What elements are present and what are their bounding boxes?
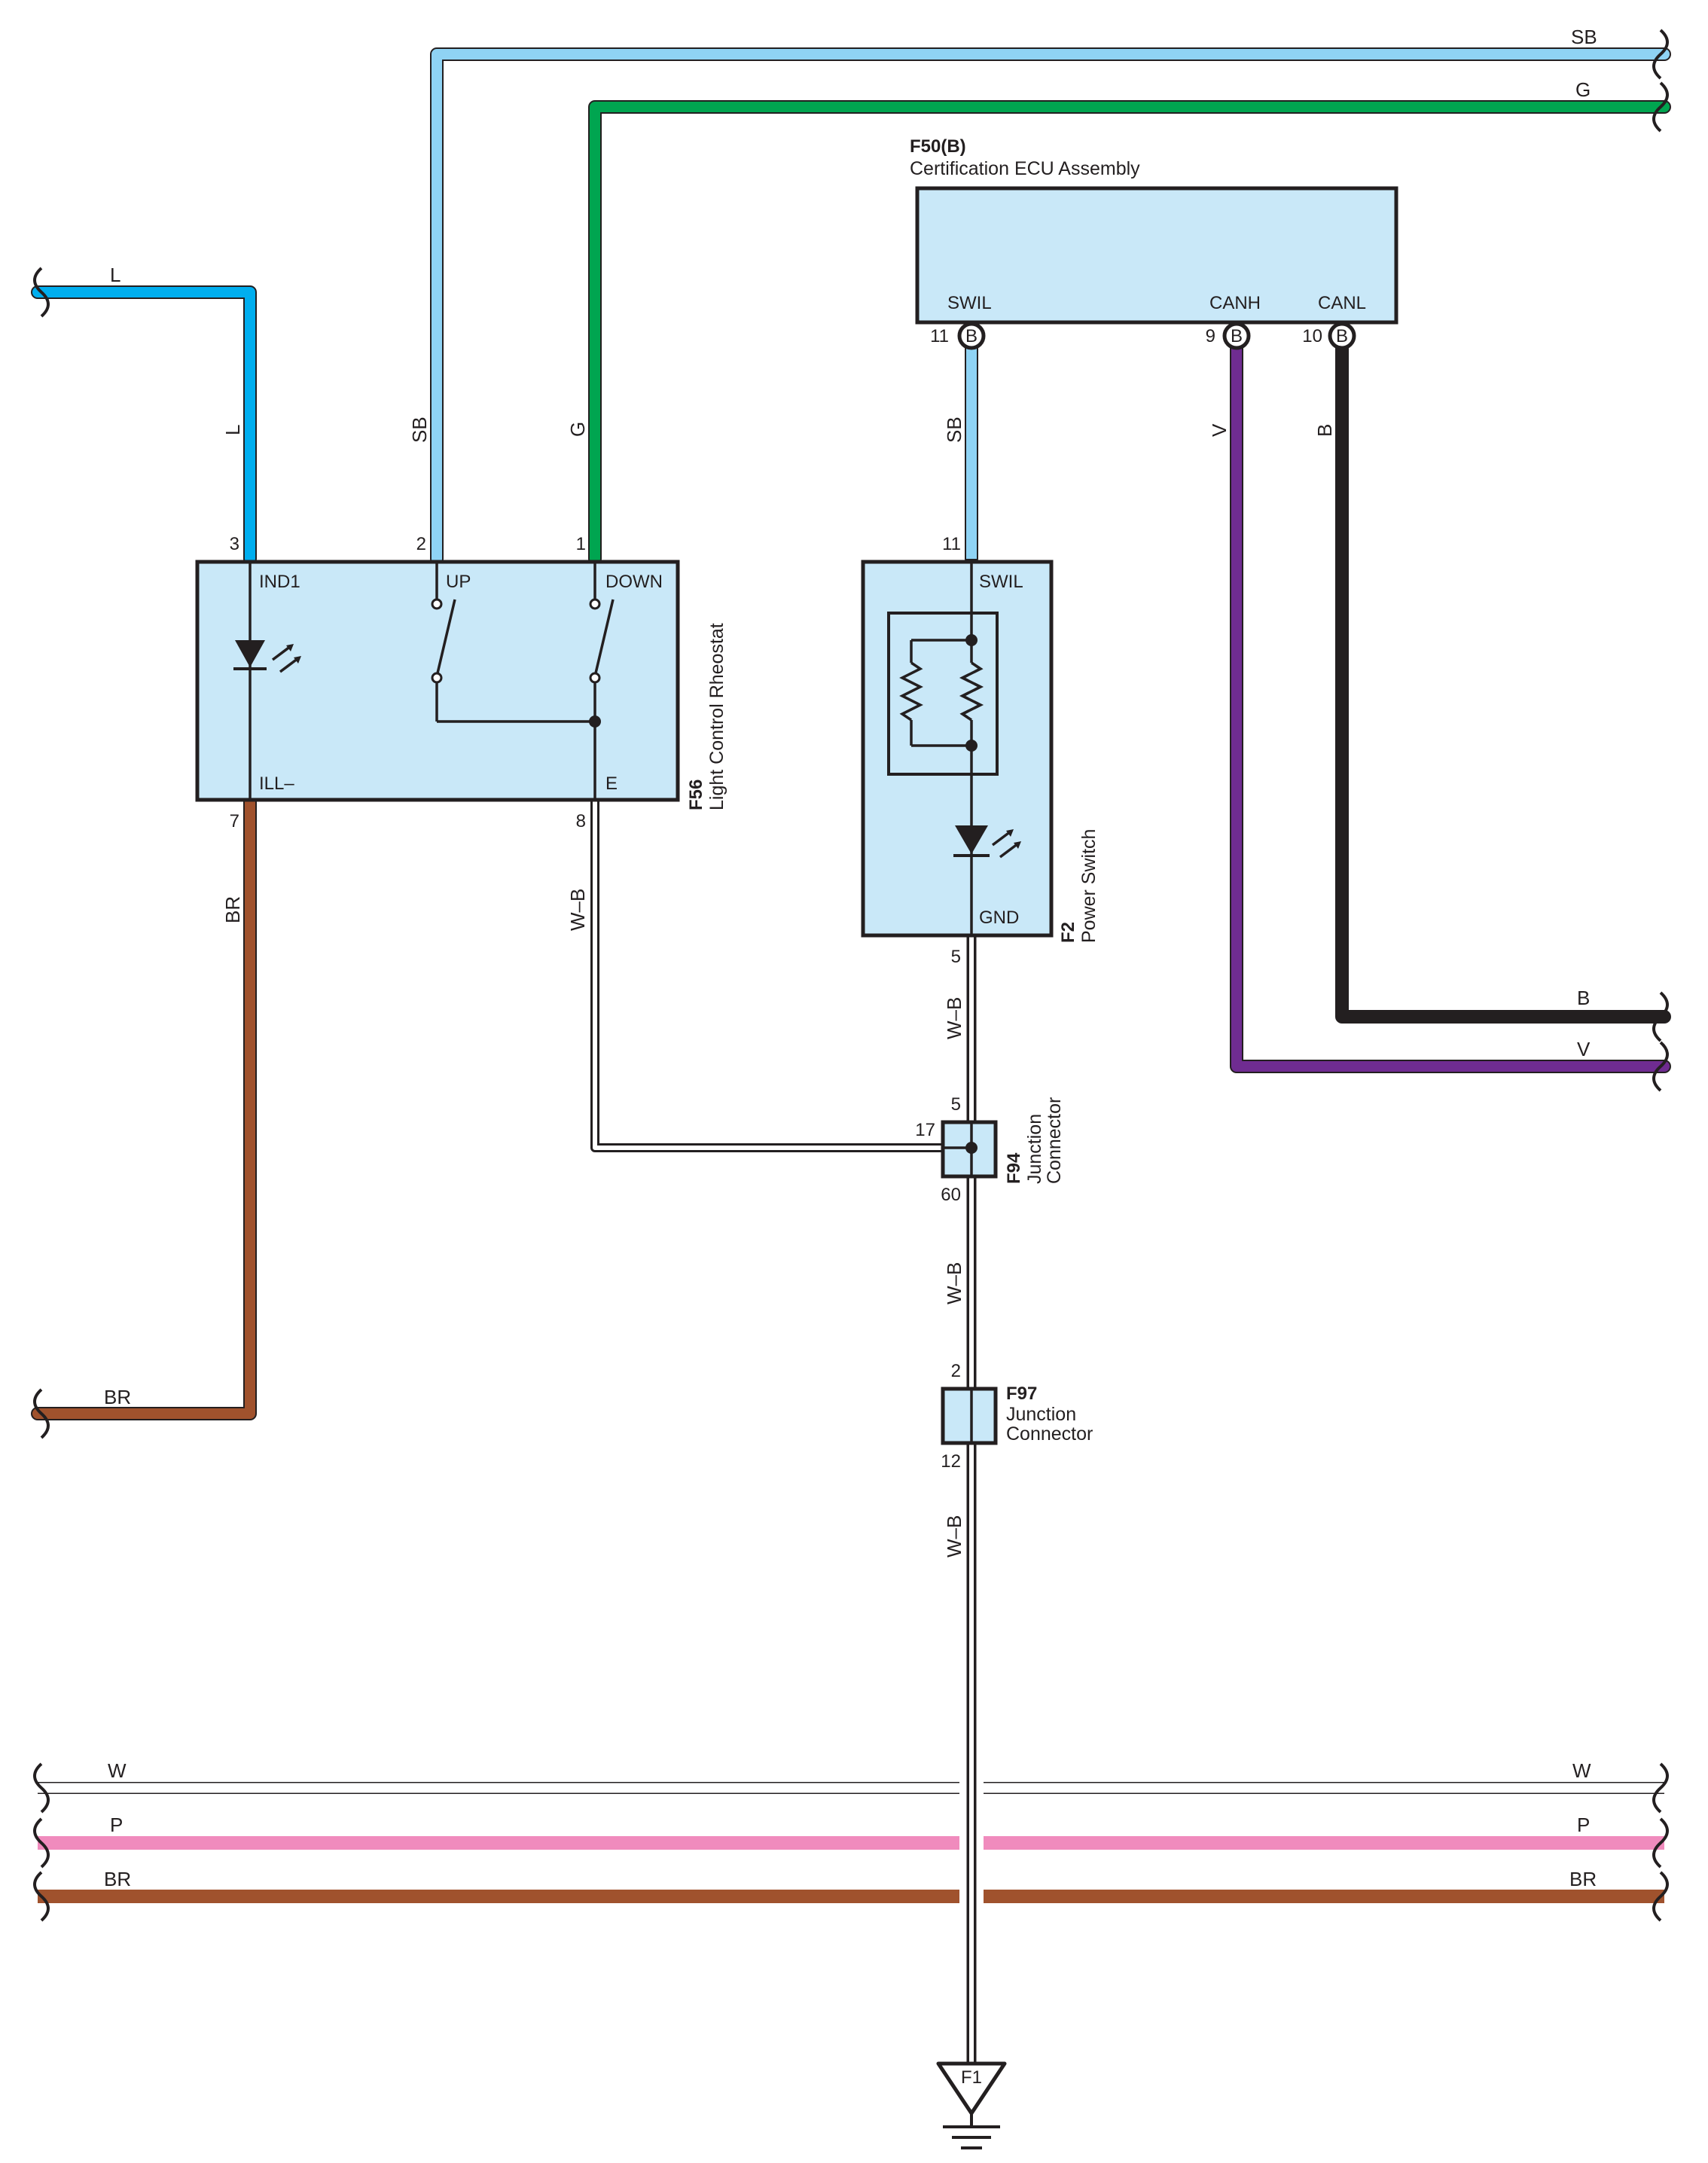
power-switch-swil-label: SWIL bbox=[979, 572, 1023, 592]
light-control-rheostat: IND1 UP DOWN ILL– E 3 2 1 7 8 bbox=[195, 534, 727, 831]
j97-box bbox=[941, 1387, 998, 1445]
ecu-terminal-swil: B 11 bbox=[930, 322, 986, 350]
rheostat-up-label: UP bbox=[446, 572, 471, 592]
wire-label-br-end: BR bbox=[104, 1386, 131, 1408]
bus-label-br-right: BR bbox=[1569, 1868, 1597, 1890]
power-switch-name: Power Switch bbox=[1078, 829, 1100, 943]
wire-label-wb-rheostat: W–B bbox=[566, 889, 589, 931]
ecu-canl-pin: 10 bbox=[1302, 326, 1322, 346]
rheostat-pin-2: 2 bbox=[416, 534, 426, 554]
wire-label-sb-top: SB bbox=[1571, 26, 1597, 48]
j94-code: F94 bbox=[1004, 1152, 1024, 1184]
junction-connector-f94: 5 17 60 F94 Junction Connector bbox=[915, 1094, 1065, 1205]
j94-name-line2: Connector bbox=[1044, 1097, 1065, 1184]
wire-label-wb-power-3: W–B bbox=[943, 1515, 965, 1557]
wire-break-marks bbox=[33, 29, 1669, 1922]
wire-label-b-vertical: B bbox=[1313, 424, 1336, 437]
wire-label-sb-rheostat: SB bbox=[408, 416, 431, 443]
rheostat-name: Light Control Rheostat bbox=[706, 623, 727, 810]
ecu-code: F50(B) bbox=[910, 136, 966, 157]
rheostat-pin-1: 1 bbox=[576, 534, 586, 554]
ecu-swil-marker: B bbox=[965, 326, 978, 346]
wire-v bbox=[1230, 338, 1671, 1073]
wire-sb-top bbox=[430, 47, 1671, 566]
ecu-canh-marker: B bbox=[1231, 326, 1243, 346]
wire-label-wb-power-1: W–B bbox=[943, 997, 965, 1039]
wire-label-v-end: V bbox=[1577, 1038, 1591, 1060]
wire-wb-rheostat bbox=[590, 797, 946, 1152]
power-switch-pin-5: 5 bbox=[951, 947, 961, 967]
rheostat-pin-8: 8 bbox=[576, 811, 586, 831]
rheostat-pin-3: 3 bbox=[230, 534, 239, 554]
wire-l bbox=[31, 285, 257, 566]
j97-pin-top: 2 bbox=[951, 1361, 961, 1381]
power-switch-pin-11: 11 bbox=[942, 534, 961, 554]
ecu-terminal-canl: B 10 bbox=[1302, 322, 1356, 350]
wire-label-v-vertical: V bbox=[1208, 423, 1231, 437]
wire-label-g-rheostat: G bbox=[566, 422, 589, 437]
j94-pin-bottom: 60 bbox=[941, 1185, 961, 1205]
bus-label-w-right: W bbox=[1572, 1759, 1591, 1782]
wire-b bbox=[1335, 338, 1671, 1024]
ecu-swil-pin: 11 bbox=[930, 326, 949, 346]
rheostat-pin-7: 7 bbox=[230, 811, 239, 831]
bus-label-p-right: P bbox=[1577, 1814, 1590, 1836]
rheostat-code: F56 bbox=[686, 779, 706, 810]
wire-wb-ground bbox=[959, 932, 984, 2069]
ecu-canl-label: CANL bbox=[1318, 293, 1366, 313]
j97-name-line1: Junction bbox=[1006, 1404, 1076, 1425]
j97-name-line2: Connector bbox=[1006, 1423, 1093, 1445]
j94-pin-left: 17 bbox=[915, 1120, 935, 1140]
ecu-swil-label: SWIL bbox=[947, 293, 992, 313]
ecu-canh-pin: 9 bbox=[1206, 326, 1215, 346]
rheostat-ill-label: ILL– bbox=[259, 773, 294, 794]
power-switch-code: F2 bbox=[1058, 922, 1078, 943]
rheostat-down-switch-icon bbox=[589, 562, 615, 800]
ecu-canh-label: CANH bbox=[1209, 293, 1261, 313]
j97-code: F97 bbox=[1006, 1384, 1037, 1404]
power-switch-led-icon bbox=[953, 825, 1021, 859]
power-switch-gnd-label: GND bbox=[979, 908, 1019, 928]
rheostat-ind1-label: IND1 bbox=[259, 572, 300, 592]
wire-label-l-vertical: L bbox=[221, 425, 244, 435]
power-switch: SWIL GND 11 5 F2 Power Swit bbox=[861, 534, 1100, 967]
j97-pin-bottom: 12 bbox=[941, 1451, 961, 1472]
ecu-terminal-canh: B 9 bbox=[1206, 322, 1251, 350]
rheostat-e-label: E bbox=[605, 773, 618, 794]
ecu-box bbox=[915, 186, 1398, 325]
ground-label: F1 bbox=[961, 2067, 982, 2088]
ecu-canl-marker: B bbox=[1336, 326, 1348, 346]
j94-pin-top: 5 bbox=[951, 1094, 961, 1115]
ecu-name: Certification ECU Assembly bbox=[910, 158, 1140, 179]
wire-label-sb-power: SB bbox=[943, 416, 965, 443]
wire-br-left bbox=[31, 795, 257, 1420]
junction-connector-f97: 2 12 F97 Junction Connector bbox=[941, 1361, 1093, 1472]
rheostat-down-label: DOWN bbox=[605, 572, 663, 592]
wire-label-br-vertical: BR bbox=[221, 896, 244, 923]
wire-label-wb-power-2: W–B bbox=[943, 1262, 965, 1304]
power-switch-resistor-icon bbox=[887, 562, 999, 935]
rheostat-led-icon bbox=[233, 562, 301, 800]
ground-icon: F1 bbox=[936, 2061, 1007, 2149]
bus-label-p-left: P bbox=[110, 1814, 123, 1836]
certification-ecu: F50(B) Certification ECU Assembly SWIL C… bbox=[910, 136, 1398, 350]
bus-label-w-left: W bbox=[108, 1759, 127, 1782]
wire-label-b-end: B bbox=[1577, 987, 1590, 1009]
wire-g-top bbox=[588, 100, 1671, 566]
j94-name-line1: Junction bbox=[1024, 1114, 1045, 1184]
wire-label-g-top: G bbox=[1575, 78, 1591, 101]
power-switch-box bbox=[861, 560, 1054, 938]
wire-label-l-end: L bbox=[110, 264, 120, 286]
rheostat-up-switch-icon bbox=[431, 562, 595, 723]
bus-label-br-left: BR bbox=[104, 1868, 131, 1890]
